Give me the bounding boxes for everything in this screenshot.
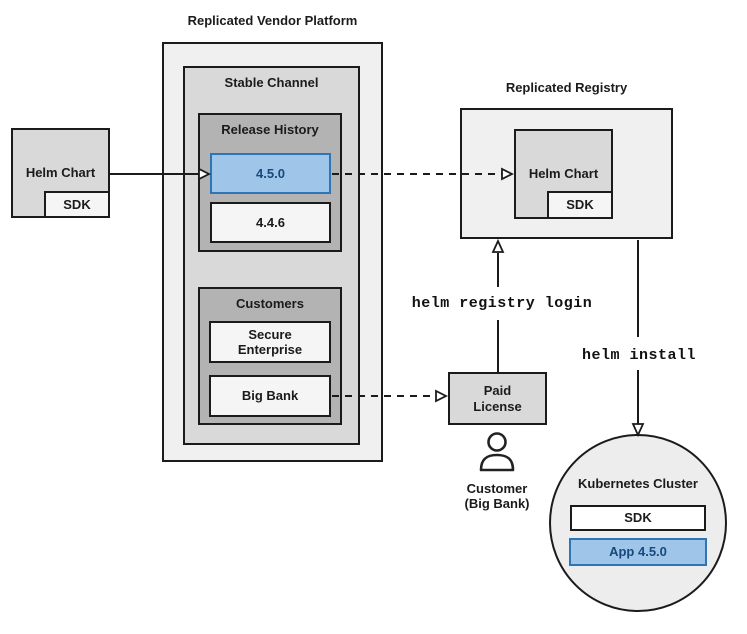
kubernetes-cluster-title: Kubernetes Cluster xyxy=(578,476,698,491)
customer-big-bank: Big Bank xyxy=(209,375,331,417)
cluster-sdk-box: SDK xyxy=(570,505,706,531)
stable-channel-title: Stable Channel xyxy=(224,75,319,90)
customer-secure-enterprise-label: Secure Enterprise xyxy=(237,326,303,357)
registry-title: Replicated Registry xyxy=(505,80,628,95)
paid-license-label: Paid License xyxy=(473,383,522,414)
cluster-app-box: App 4.5.0 xyxy=(569,538,707,566)
release-4-5-0: 4.5.0 xyxy=(210,153,331,194)
customer-secure-enterprise: Secure Enterprise xyxy=(209,321,331,363)
registry-sdk-box: SDK xyxy=(547,191,613,219)
registry-helm-chart-label: Helm Chart xyxy=(528,166,599,182)
paid-license-box: Paid License xyxy=(448,372,547,425)
cmd-helm-install: helm install xyxy=(581,347,697,364)
helm-chart-source-sdk-box: SDK xyxy=(44,191,110,218)
customer-persona-label: Customer (Big Bank) xyxy=(442,481,552,512)
helm-chart-source-sdk-label: SDK xyxy=(63,196,91,212)
release-4-5-0-label: 4.5.0 xyxy=(256,165,285,181)
customer-persona-line1: Customer xyxy=(466,481,528,496)
customer-big-bank-label: Big Bank xyxy=(241,388,299,404)
release-4-4-6: 4.4.6 xyxy=(210,202,331,243)
cluster-sdk-label: SDK xyxy=(624,510,652,526)
cmd-helm-registry-login: helm registry login xyxy=(411,295,593,312)
cluster-app-label: App 4.5.0 xyxy=(609,544,667,560)
person-icon xyxy=(487,432,507,452)
helm-chart-source-label: Helm Chart xyxy=(25,165,96,181)
release-history-title: Release History xyxy=(221,122,319,137)
release-4-4-6-label: 4.4.6 xyxy=(256,214,285,230)
customer-persona-line2: (Big Bank) xyxy=(464,496,530,512)
arrowhead-bigbank-to-license xyxy=(435,389,449,403)
registry-sdk-label: SDK xyxy=(566,197,594,213)
person-icon-body xyxy=(479,453,515,472)
arrowhead-login-up xyxy=(491,238,505,253)
customers-title: Customers xyxy=(236,296,304,311)
platform-title: Replicated Vendor Platform xyxy=(187,13,358,28)
